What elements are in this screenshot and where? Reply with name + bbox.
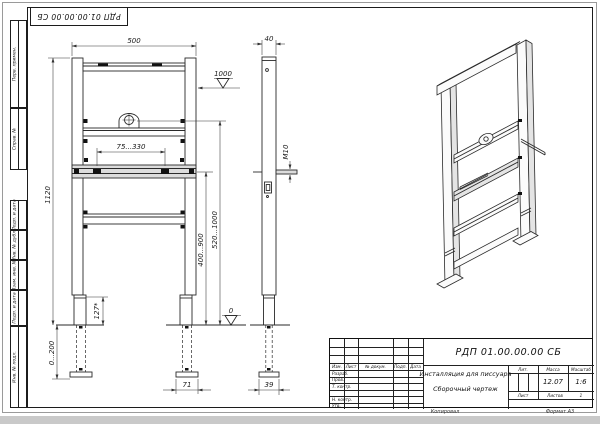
tb-header-dokum: № докум. [365,364,386,369]
tb-row-nkontr: Н. контр. [332,396,353,402]
isometric-view [436,39,546,289]
tb-mass-label: Масса [546,366,560,372]
format-label: Формат А3 [545,409,575,415]
tb-scale-value: 1:6 [575,378,587,386]
tb-sheets-label: Листов [547,392,563,398]
margin-box-vzam-inv: Взам. инв. № [10,259,27,291]
margin-label: Инв. № подл. [11,327,19,407]
tb-row-prov: Пров. [332,377,345,383]
tb-sheets-value: 1 [579,392,583,398]
doc-designation: РДП 01.00.00.00 СБ [455,346,562,358]
level-mark-zero: 0 [222,307,241,326]
front-pipe-bracket [118,113,140,129]
title-block: РДП 01.00.00.00 СБ Инсталляция для писсу… [329,338,594,409]
level-top-value: 1000 [214,70,232,78]
dim-rail-span: 75...330 [117,143,146,151]
front-mounting-rail [71,158,197,179]
level-mark-top: 1000 [197,70,240,90]
dim-frame-height: 1120 [44,186,52,204]
tb-header-podp: Подп. [394,364,407,369]
margin-label: Подп. и дата [11,199,19,231]
doc-title-line1: Инсталляция для писсуара [419,370,512,378]
tb-header-data: Дата [410,364,421,369]
front-top-rail [82,62,186,72]
front-lower-rail [82,210,186,229]
margin-box-podp-data-1: Подп. и дата [10,199,27,231]
side-dimensions: 40 M10 39 [248,35,292,395]
margin-label: Справ. № [11,109,19,169]
tb-lit-label: Лит. [518,366,528,372]
margin-label: Инв. № дубл. [11,229,19,261]
margin-box-sprav-no: Справ. № [10,108,27,170]
dim-leg-adjust: 127* [93,302,101,319]
margin-label: Подп. и дата [11,291,19,325]
dim-foot-front: 71 [183,381,192,389]
tb-row-utv: Утв. [332,403,341,409]
front-legs [69,294,199,378]
tb-header-list: Лист [345,364,357,369]
tb-header-izm: Изм. [332,364,342,369]
dim-range-upper: 520...1000 [211,211,219,249]
margin-box-inv-dubl: Инв. № дубл. [10,229,27,261]
dim-range-lower: 400...900 [197,233,205,267]
dim-leg-range: 0...200 [48,340,56,365]
corner-stamp: РДП 01.00.00.00 СБ [30,7,128,26]
tb-mass-value: 12.07 [542,378,564,386]
tb-scale-label: Масштаб [571,366,591,372]
drawing-frame-border [27,7,593,408]
tb-row-razrab: Разраб. [332,370,349,376]
margin-box-perv-primen: Перв. примен. [10,20,27,108]
margin-box-inv-podl: Инв. № подл. [10,326,27,408]
front-dimensions: 500 1120 75...330 127* 0...200 [44,37,226,394]
margin-label: Перв. примен. [11,21,19,107]
doc-title-line2: Сборочный чертеж [433,385,498,393]
copied-label: Копировал [430,409,460,415]
tb-sheet-label: Лист [517,392,529,398]
margin-label: Взам. инв. № [11,259,19,291]
level-zero-value: 0 [229,307,234,315]
dim-front-width: 500 [127,37,141,45]
side-view: 40 M10 39 [248,35,298,395]
dim-thread: M10 [282,144,290,159]
iso-studs [459,138,546,190]
dim-side-depth: 40 [265,35,274,43]
tb-row-tkontr: Т. контр. [332,383,352,389]
margin-box-podp-data-2: Подп. и дата [10,290,27,326]
front-view: 500 1120 75...330 127* 0...200 [44,37,246,394]
dim-foot-side: 39 [265,381,274,389]
sheet-edge [2,2,597,413]
